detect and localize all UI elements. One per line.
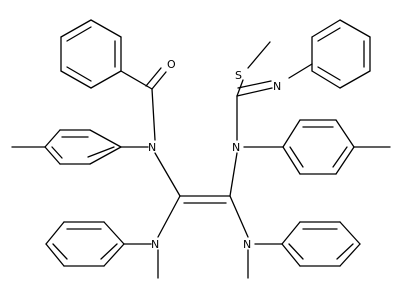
atom-label-thioamide-nitrogen: N [232,141,240,154]
right-tolyl-ring [243,119,391,175]
oxygen-label: O [167,58,176,71]
atom-label-amide-nitrogen: N [148,141,156,154]
benzoyl-phenyl-ring [60,19,122,89]
sulfur-label: S [235,69,242,82]
atom-label-sulfur: S [235,69,242,82]
lower-right-anilino [247,221,361,279]
imine-nitrogen-label: N [273,80,281,93]
carbonyl-group [120,67,167,141]
atom-label-oxygen: O [167,58,176,71]
thioamide-nitrogen-label: N [232,141,240,154]
right-amine-nitrogen-label: N [243,238,251,251]
atom-label-imine-nitrogen: N [273,80,281,93]
lower-left-anilino [45,221,159,279]
thioimidate-group [236,41,273,141]
left-tolyl-ring [11,129,149,165]
atom-label-left-amine-nitrogen: N [151,238,159,251]
atom-label-right-amine-nitrogen: N [243,238,251,251]
amide-nitrogen-label: N [148,141,156,154]
top-right-phenyl-ring [288,19,371,89]
left-amine-nitrogen-label: N [151,238,159,251]
central-alkene [154,152,249,238]
